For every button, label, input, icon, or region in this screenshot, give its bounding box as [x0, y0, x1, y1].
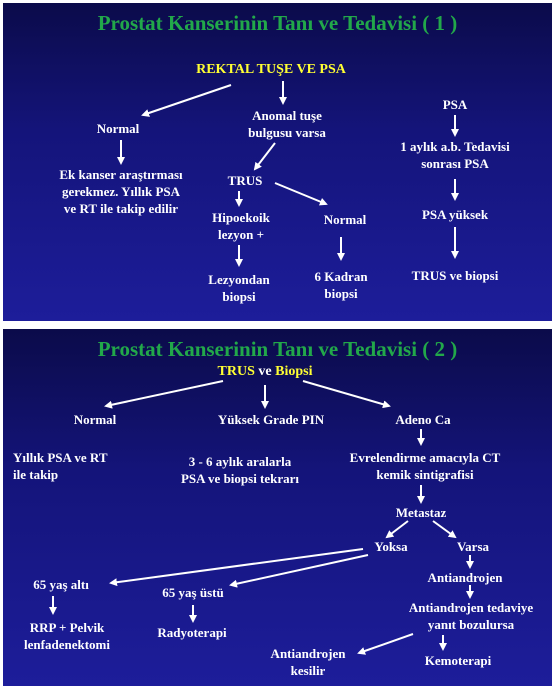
node-kemoterapi: Kemoterapi	[424, 653, 492, 668]
node-normal-note: Yıllık PSA ve RT ile takip	[13, 450, 108, 482]
node-adeno-ca: Adeno Ca	[395, 412, 451, 427]
arrow-bozulma-kesilir	[357, 633, 414, 655]
arrow-metastaz-yoksa	[385, 520, 409, 539]
slide2-title: Prostat Kanserinin Tanı ve Tedavisi ( 2 …	[97, 337, 458, 361]
arrow-root-normal	[104, 380, 224, 409]
node-psa: PSA	[442, 97, 468, 112]
node-pin-note: 3 - 6 aylık aralarla PSA ve biopsi tekra…	[180, 454, 300, 486]
node-normal-note: Ek kanser araştırması gerekmez. Yıllık P…	[59, 167, 183, 216]
slide1-arrows	[117, 81, 459, 267]
arrow-metastaz-varsa	[432, 520, 457, 539]
slide-1: Prostat Kanserinin Tanı ve Tedavisi ( 1 …	[3, 3, 552, 321]
node-6-kadran-biopsi: 6 Kadran biopsi	[314, 269, 368, 301]
node-normal-2: Normal	[323, 212, 367, 227]
node-normal-1: Normal	[96, 121, 140, 136]
node-ab-tedavisi: 1 aylık a.b. Tedavisi sonrası PSA	[400, 139, 510, 171]
arrow-root-normal	[141, 84, 232, 117]
slide2-arrows	[49, 380, 474, 655]
slide1-title: Prostat Kanserinin Tanı ve Tedavisi ( 1 …	[97, 11, 458, 35]
node-evrelendirme: Evrelendirme amacıyla CT kemik sintigraf…	[349, 450, 501, 482]
node-psa-yuksek: PSA yüksek	[421, 207, 489, 222]
node-antiandrojen-kesilir: Antiandrojen kesilir	[270, 646, 346, 678]
node-normal: Normal	[73, 412, 117, 427]
node-anomal-tuse: Anomal tuşe bulgusu varsa	[248, 108, 326, 140]
arrow-root-adeno	[302, 380, 391, 409]
node-rektal-tuse-psa: REKTAL TUŞE VE PSA	[196, 62, 346, 77]
arrow-anomal-trus	[253, 142, 276, 171]
node-antiandrojen: Antiandrojen	[427, 570, 503, 585]
node-metastaz: Metastaz	[395, 505, 447, 520]
node-yoksa: Yoksa	[374, 539, 408, 554]
arrow-trus-normal	[274, 182, 328, 206]
node-trus: TRUS	[227, 173, 263, 188]
node-trus-ve-biopsi-root: TRUS ve Biopsi	[217, 364, 313, 379]
node-varsa: Varsa	[456, 539, 490, 554]
node-65-yas-alti: 65 yaş altı	[33, 577, 89, 592]
node-antiandrojen-bozulursa: Antiandrojen tedaviye yanıt bozulursa	[408, 600, 534, 632]
slide-2: Prostat Kanserinin Tanı ve Tedavisi ( 2 …	[3, 329, 552, 686]
node-hipoekoik-lezyon: Hipoekoik lezyon +	[212, 210, 270, 242]
node-65-yas-ustu: 65 yaş üstü	[162, 585, 224, 600]
node-radyoterapi: Radyoterapi	[157, 625, 227, 640]
node-lezyondan-biopsi: Lezyondan biopsi	[208, 272, 270, 304]
node-yuksek-grade-pin: Yüksek Grade PIN	[217, 412, 325, 427]
node-rrp-pelvik: RRP + Pelvik lenfadenektomi	[24, 620, 110, 652]
node-trus-ve-biopsi: TRUS ve biopsi	[411, 268, 499, 283]
arrow-yoksa-alti	[109, 548, 364, 587]
arrow-yoksa-ustu	[229, 554, 369, 588]
